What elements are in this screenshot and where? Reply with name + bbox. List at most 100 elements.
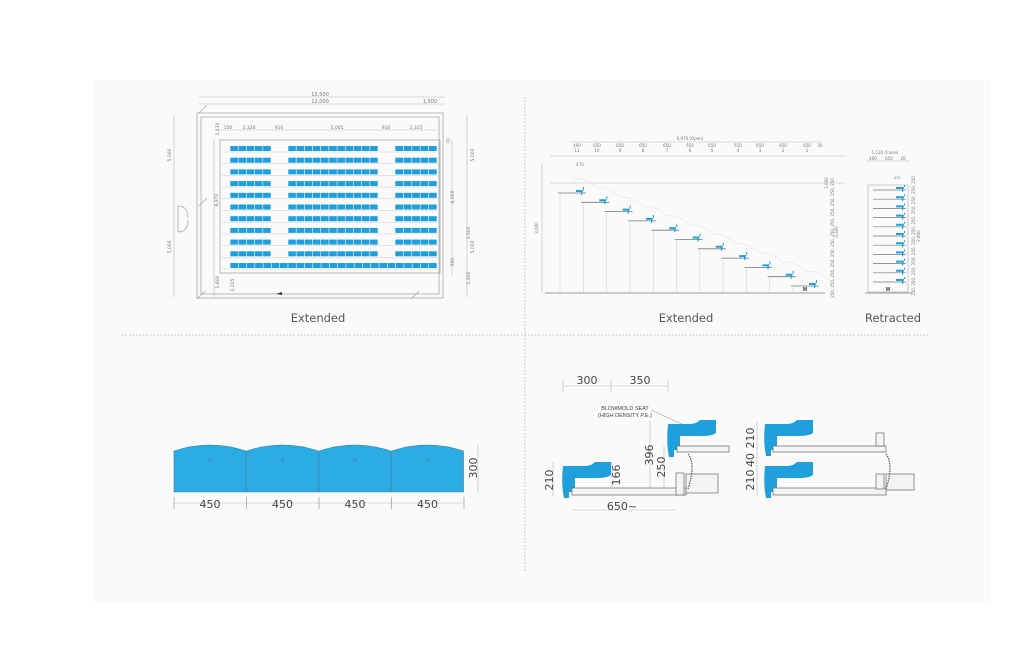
plan-seat: [337, 146, 345, 151]
dim-right-a: 3,500: [466, 226, 472, 239]
dim-top-offset: 1,430: [215, 122, 221, 135]
tier-ghost: [804, 271, 830, 281]
seat-width-dim: 450: [345, 498, 366, 511]
plan-seat: [230, 204, 238, 210]
room-inner-outline: [200, 116, 440, 295]
plan-seat: [329, 157, 337, 163]
plan-seat: [271, 263, 280, 268]
plan-seat: [329, 227, 337, 233]
stack-dim-gap: 40: [744, 453, 757, 467]
plan-seat: [304, 227, 313, 233]
plan-seat: [403, 169, 412, 175]
bay-width: 400: [573, 143, 581, 148]
plan-seat: [354, 263, 363, 268]
plan-seat: [304, 157, 313, 163]
plan-seat: [321, 181, 329, 187]
plan-seat: [296, 239, 305, 245]
rise-total: 3,300: [834, 226, 839, 238]
plan-seat: [420, 204, 429, 210]
stacked-lower-beam: [772, 487, 887, 496]
plan-seat: [329, 146, 337, 151]
dim-bottom-b: 1,205: [230, 278, 236, 291]
plan-seat: [246, 239, 255, 245]
plan-seat: [353, 146, 362, 151]
plan-seat: [321, 169, 329, 175]
plan-seat: [246, 192, 255, 198]
bay-width: 650: [663, 143, 671, 148]
plan-seat: [420, 216, 429, 222]
dim-right-upper: 5,000: [470, 148, 476, 161]
plan-seat: [296, 146, 305, 151]
plan-seat: [361, 181, 370, 187]
plan-seat: [387, 263, 396, 268]
row-number: 4: [737, 148, 740, 153]
plan-seat: [361, 239, 370, 245]
plan-seat: [312, 146, 321, 151]
tier-seat: [576, 187, 584, 195]
retracted-top: 470: [894, 176, 901, 180]
plan-seat: [329, 239, 337, 245]
plan-seat: [370, 181, 378, 187]
plan-seat: [321, 204, 329, 210]
room-outline: [196, 112, 444, 299]
tier-seat: [692, 233, 701, 242]
plan-seat: [312, 157, 321, 163]
plan-seat: [361, 192, 370, 198]
plan-seat: [230, 169, 238, 175]
plan-seat: [246, 263, 255, 268]
plan-seat: [329, 192, 337, 198]
row-number: 11: [574, 148, 580, 153]
plan-seat: [361, 204, 370, 210]
plan-seat: [353, 251, 362, 257]
plan-seat: [428, 216, 437, 222]
plan-seat: [412, 157, 420, 163]
plan-seat: [254, 192, 263, 198]
plan-seat: [353, 169, 362, 175]
seat-detail: 300 350 BLOWMOLD SEAT (HIGH DENSITY P.E.…: [543, 374, 915, 513]
leader-line: [650, 409, 685, 426]
plan-seat: [288, 192, 296, 198]
plan-seat: [370, 169, 378, 175]
plan-seat: [428, 146, 437, 151]
dim-right-edge: 70: [446, 138, 452, 144]
plan-seat: [353, 239, 362, 245]
dim-right-d: 1,500: [466, 271, 472, 284]
dim-396: 396: [643, 445, 656, 466]
rise-top: 1,000: [824, 177, 829, 189]
plan-seat: [370, 146, 378, 151]
plan-seat: [337, 227, 345, 233]
plan-seat: [296, 216, 305, 222]
retracted-caption: Retracted: [865, 311, 921, 325]
plan-seat: [246, 146, 255, 151]
plan-seat: [412, 192, 420, 198]
column-mark: [410, 290, 420, 300]
overall-height: 3,600: [534, 222, 539, 234]
dim-350: 350: [630, 374, 651, 387]
plan-seat: [312, 251, 321, 257]
stack-dim-bottom: 210: [744, 470, 757, 491]
plan-seat: [337, 239, 345, 245]
stack-seat: [896, 267, 905, 275]
plan-seat: [254, 181, 263, 187]
plan-seat: [345, 169, 354, 175]
plan-seat: [263, 146, 271, 151]
column-mark: [198, 104, 208, 114]
plan-seat: [345, 227, 354, 233]
plan-seat: [412, 146, 420, 151]
stack-seat: [896, 185, 905, 192]
seat-width-dim: 450: [200, 498, 221, 511]
plan-seat: [379, 263, 388, 268]
plan-seat: [230, 192, 238, 198]
plan-seat: [429, 263, 437, 268]
plan-seat: [412, 216, 420, 222]
plan-seat: [353, 227, 362, 233]
plan-seat: [304, 192, 313, 198]
plan-seat: [304, 251, 313, 257]
tier-ghost: [571, 178, 597, 188]
plan-seat: [412, 239, 420, 245]
plan-seat: [263, 251, 271, 257]
plan-seat: [238, 157, 247, 163]
plan-seat: [304, 263, 313, 268]
plan-seat: [230, 263, 238, 268]
plan-seat: [428, 239, 437, 245]
